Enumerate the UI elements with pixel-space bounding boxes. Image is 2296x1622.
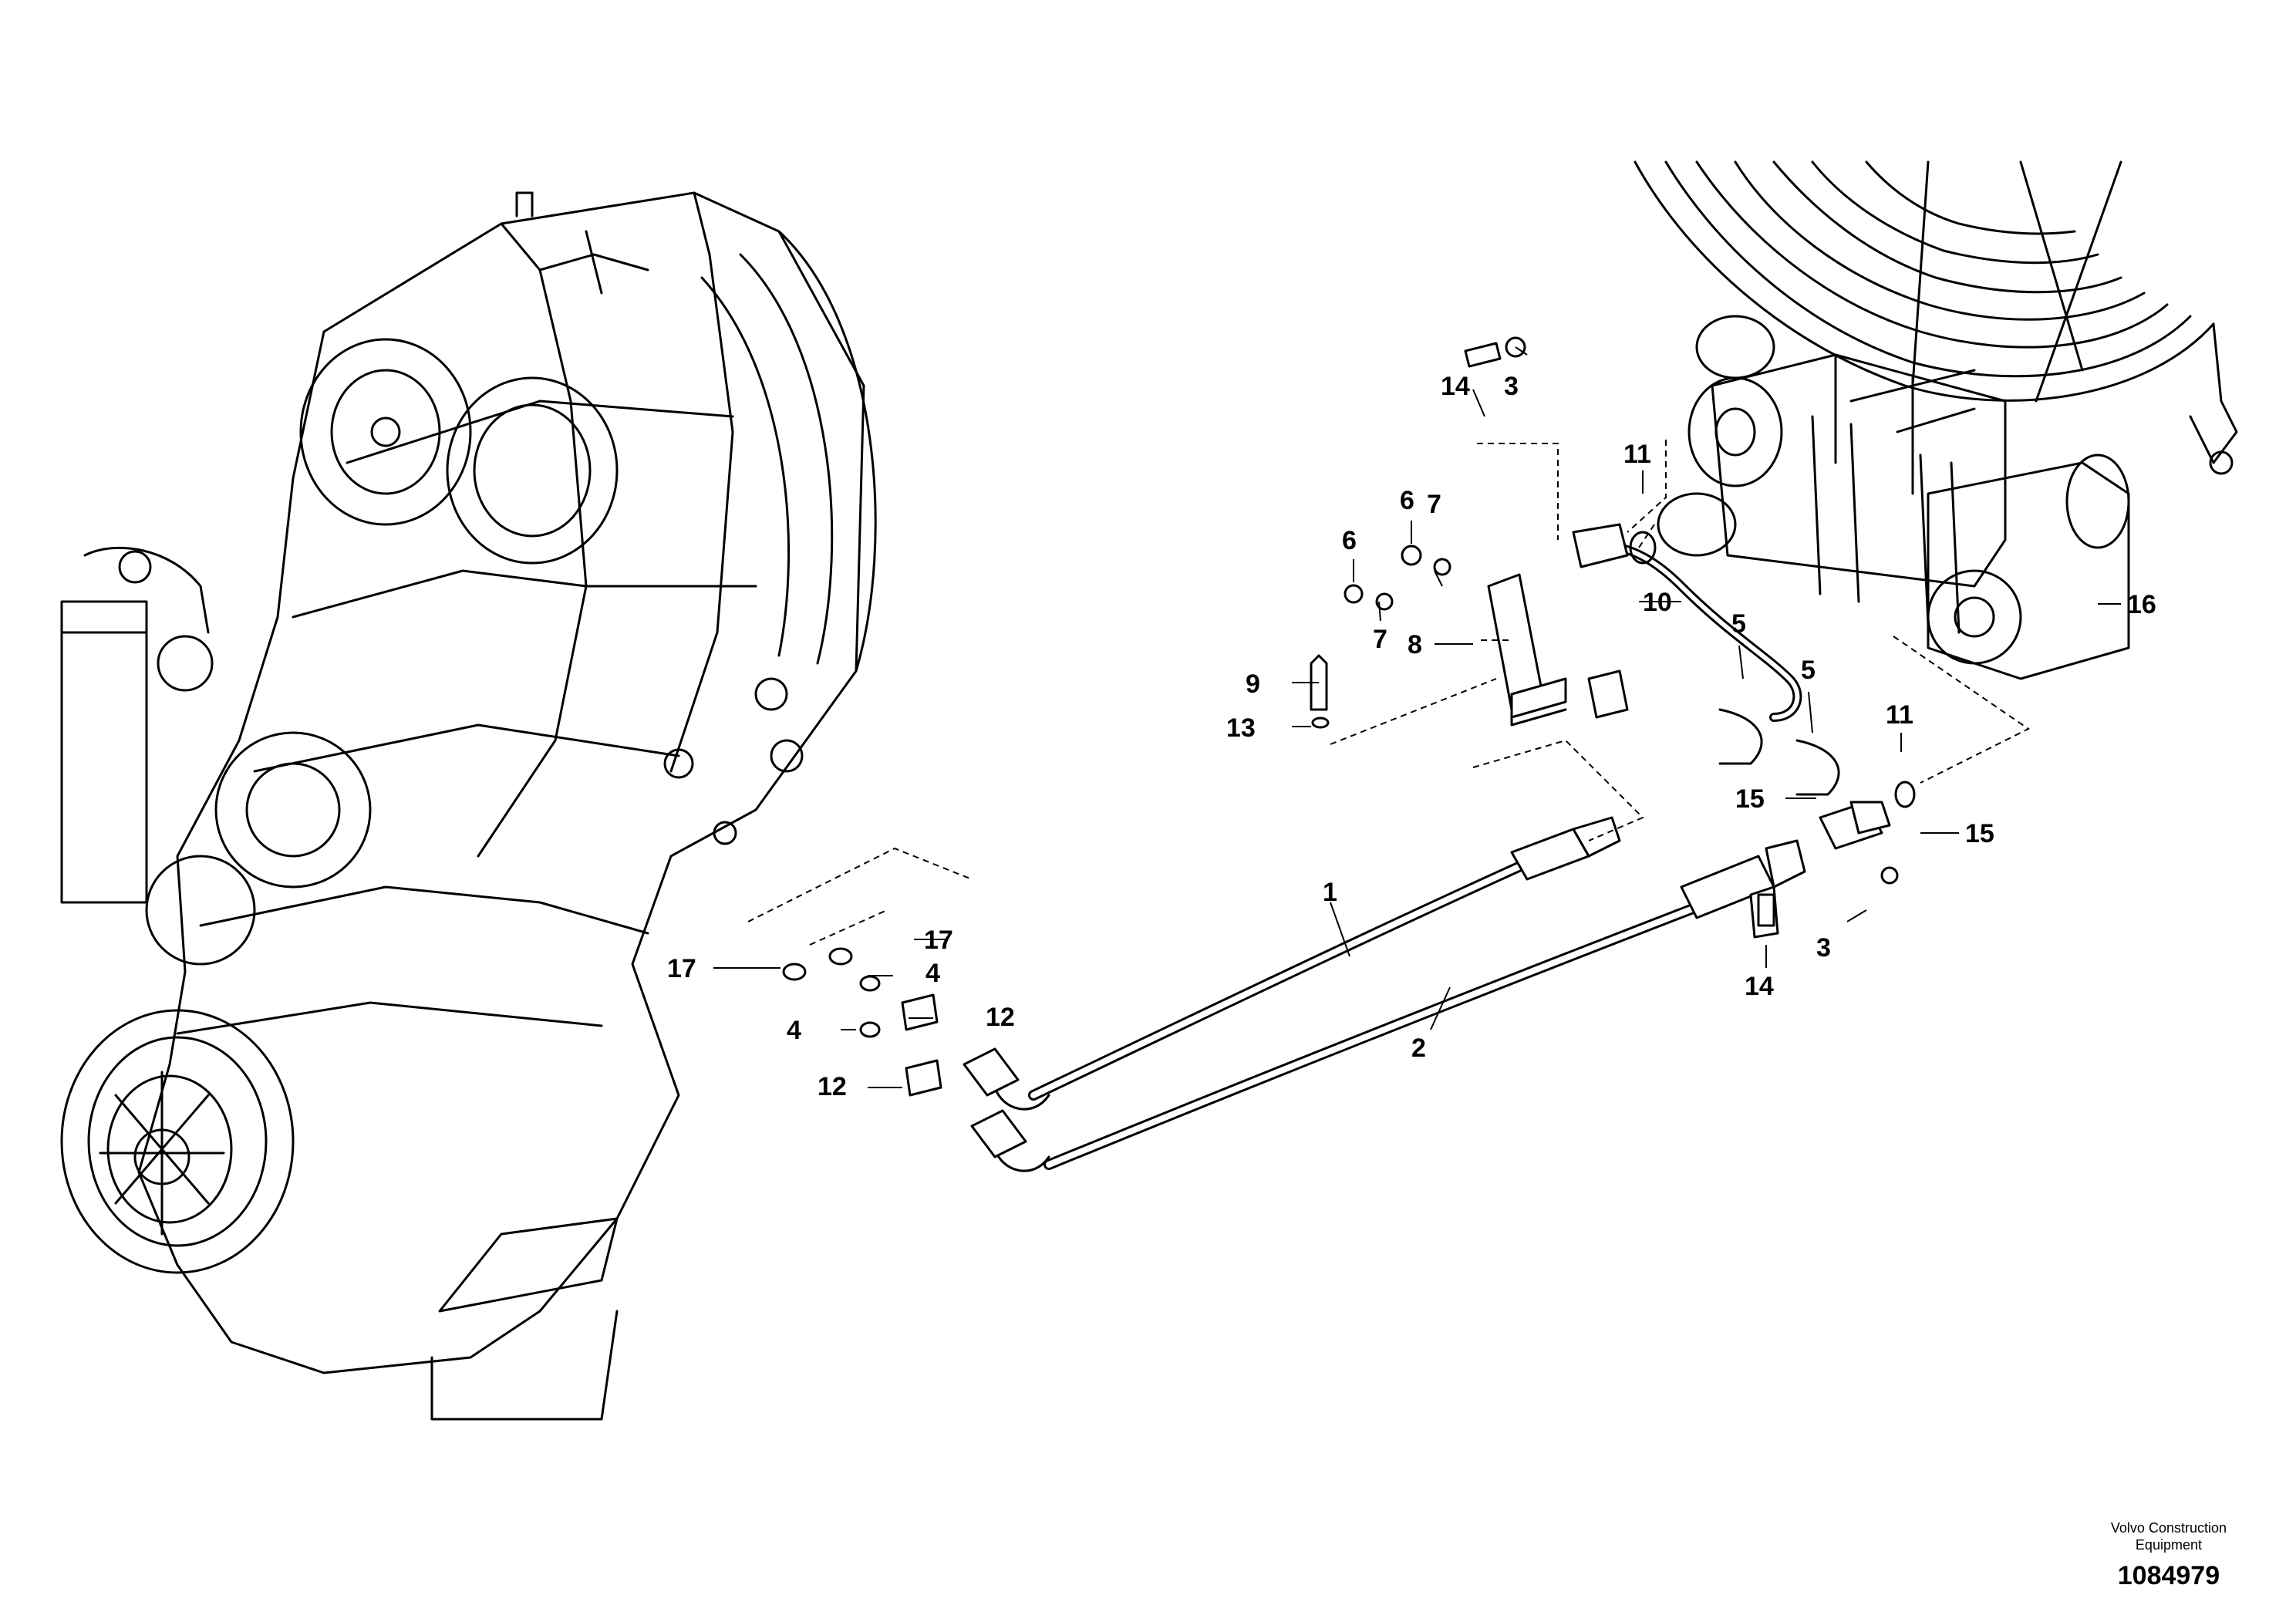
callout-14-top: 14 <box>1441 372 1470 401</box>
callout-16: 16 <box>2127 590 2156 619</box>
callout-11-top: 11 <box>1623 440 1651 469</box>
brand-line-1: Volvo Construction <box>2110 1520 2227 1536</box>
dashed-connectors <box>747 440 2030 946</box>
tube-bracket-drawing <box>1310 336 1840 927</box>
callout-6-left: 6 <box>1342 526 1357 555</box>
callout-1: 1 <box>1323 878 1337 907</box>
callout-17-right: 17 <box>924 926 953 955</box>
callout-3-top: 3 <box>1504 372 1519 401</box>
callout-labels: 1 2 3 3 4 4 5 5 6 6 7 7 8 9 10 11 11 12 … <box>667 372 2156 1101</box>
callout-12-lower: 12 <box>818 1072 847 1101</box>
callout-15-right: 15 <box>1965 819 1994 848</box>
document-number: 1084979 <box>2117 1561 2220 1590</box>
hose-assembly <box>782 781 1916 1172</box>
callout-7-lower: 7 <box>1373 625 1387 654</box>
transmission-drawing <box>60 191 877 1421</box>
callout-3-bottom: 3 <box>1816 933 1831 963</box>
callout-7-upper: 7 <box>1427 490 1441 519</box>
callout-4-lower: 4 <box>787 1016 801 1045</box>
leader-lines <box>713 346 2121 1088</box>
callout-13: 13 <box>1226 713 1256 743</box>
callout-8: 8 <box>1408 630 1422 659</box>
callout-9: 9 <box>1246 669 1260 699</box>
callout-2: 2 <box>1411 1034 1426 1063</box>
callout-5-right: 5 <box>1801 656 1816 685</box>
callout-5-left: 5 <box>1731 609 1746 639</box>
callout-11-right: 11 <box>1886 700 1913 730</box>
callout-15-left: 15 <box>1735 784 1765 814</box>
callout-12-upper: 12 <box>986 1003 1015 1032</box>
callout-10: 10 <box>1643 588 1672 617</box>
fan-cooler-drawing <box>1633 160 2238 680</box>
footer-brand-block: Volvo Construction Equipment 1084979 <box>2111 1519 2227 1591</box>
brand-line-2: Equipment <box>2135 1537 2202 1553</box>
callout-14-bottom: 14 <box>1745 972 1774 1001</box>
callout-4-upper: 4 <box>925 959 940 988</box>
callout-6-right: 6 <box>1400 486 1414 515</box>
callout-17-left: 17 <box>667 954 696 983</box>
